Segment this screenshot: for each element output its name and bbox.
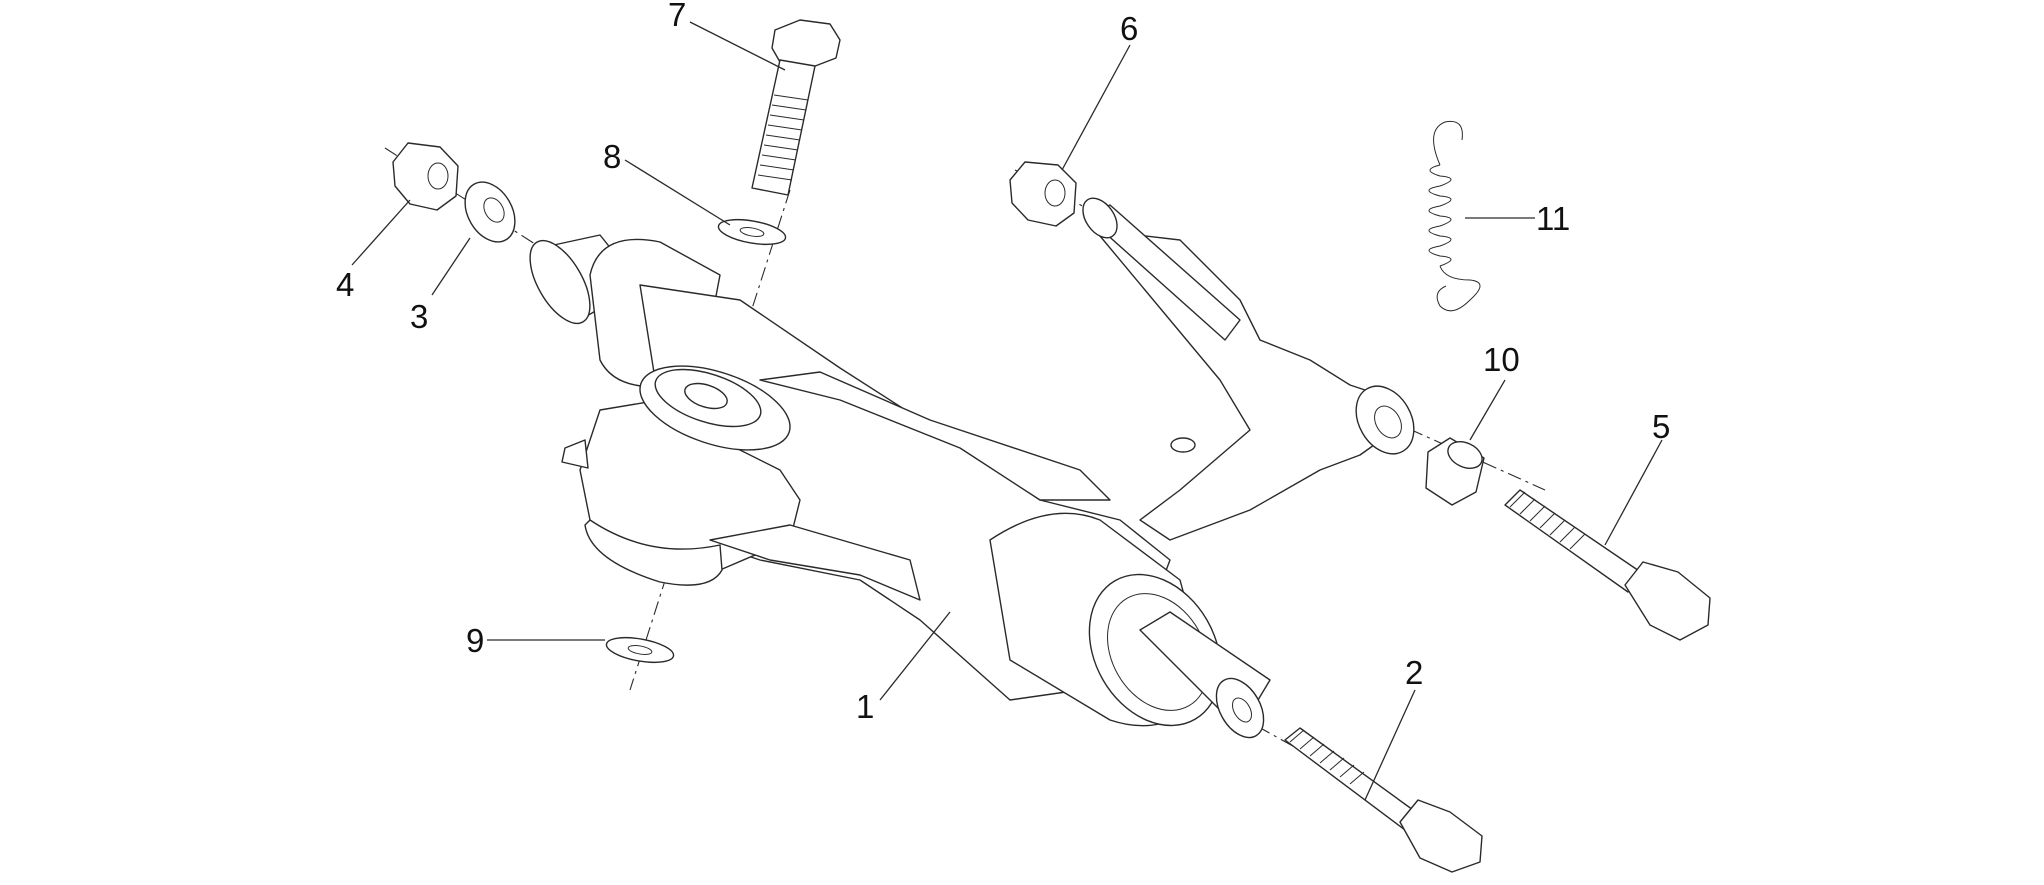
bolt-2-thread <box>1289 729 1365 785</box>
bolt-5-shank <box>1504 489 1646 593</box>
swing-arm-plate-hole <box>1170 437 1196 453</box>
bolt-7-head <box>771 19 841 69</box>
bolt-7-thread <box>757 94 809 181</box>
bolt-2-shank <box>1284 727 1421 831</box>
part-9-washer <box>605 636 675 664</box>
swing-arm-fork <box>1094 229 1396 541</box>
leader-10 <box>1469 379 1506 441</box>
callout-1: 1 <box>856 688 874 725</box>
part-3-washer <box>464 181 516 243</box>
swing-arm-front-shaft-end <box>1215 677 1265 739</box>
spring-11-bottom-hook <box>1436 265 1481 312</box>
callout-4: 4 <box>336 266 354 303</box>
part-7-bolt <box>751 19 841 196</box>
leader-4 <box>351 199 411 266</box>
part-4-nut <box>392 142 459 211</box>
washer-3-outer <box>464 181 516 243</box>
spacer-10-face <box>1447 441 1483 469</box>
callout-labels: 1 2 3 4 5 6 7 8 9 10 11 <box>336 0 1670 725</box>
leader-3 <box>431 237 471 296</box>
washer-9-inner <box>627 645 653 655</box>
leader-lines <box>351 21 1663 801</box>
callout-11: 11 <box>1536 200 1570 237</box>
silentblock-side-tab <box>561 439 589 469</box>
nut-6-bore <box>1044 179 1066 207</box>
part-5-bolt <box>1504 489 1711 641</box>
swing-arm-right-bushing-bore <box>1374 405 1402 439</box>
nut-6-body <box>1009 161 1077 227</box>
leader-2 <box>1364 689 1416 801</box>
leader-5 <box>1604 439 1663 546</box>
swing-arm-left-shaft-end <box>529 239 591 325</box>
callout-5: 5 <box>1652 408 1670 445</box>
washer-3-inner <box>483 197 505 223</box>
part-10-spacer <box>1425 437 1485 506</box>
swing-arm-top-plate <box>759 371 1111 501</box>
nut-4-bore <box>427 162 449 190</box>
silentblock-lower-ring <box>584 519 723 586</box>
swing-arm-front-cylinder-face-inner <box>1107 593 1209 711</box>
bolt-5-thread <box>1509 491 1586 550</box>
callout-9: 9 <box>466 622 484 659</box>
callout-7: 7 <box>668 0 686 33</box>
spring-11-coils <box>1428 164 1452 267</box>
swing-arm-right-bushing <box>1355 385 1415 455</box>
callout-8: 8 <box>603 138 621 175</box>
part-6-nut <box>1009 161 1077 227</box>
callout-6: 6 <box>1120 10 1138 47</box>
spring-11-top-hook <box>1433 120 1463 166</box>
washer-8-outer <box>717 218 787 246</box>
swing-arm-front-cylinder-face <box>1088 573 1222 727</box>
part-11-spring <box>1428 120 1481 312</box>
callout-10: 10 <box>1483 341 1520 378</box>
washer-8-inner <box>739 227 765 237</box>
leader-7 <box>689 21 786 71</box>
leader-8 <box>624 159 731 226</box>
bolt-5-head <box>1624 561 1711 641</box>
swing-arm-web <box>709 524 921 601</box>
bolt-2-head <box>1399 799 1483 873</box>
silentblock-top-bore <box>684 382 728 410</box>
swing-arm-front-shaft-bore <box>1232 697 1252 723</box>
leader-1 <box>879 611 951 701</box>
leader-6 <box>1061 44 1131 171</box>
part-8-washer <box>717 218 787 246</box>
washer-9-outer <box>605 636 675 664</box>
part-2-bolt <box>1284 727 1483 873</box>
nut-4-body <box>392 142 459 211</box>
callout-3: 3 <box>410 298 428 335</box>
swing-arm-fork-shaft-end <box>1082 197 1118 239</box>
callout-2: 2 <box>1405 654 1423 691</box>
swing-arm <box>529 197 1415 739</box>
